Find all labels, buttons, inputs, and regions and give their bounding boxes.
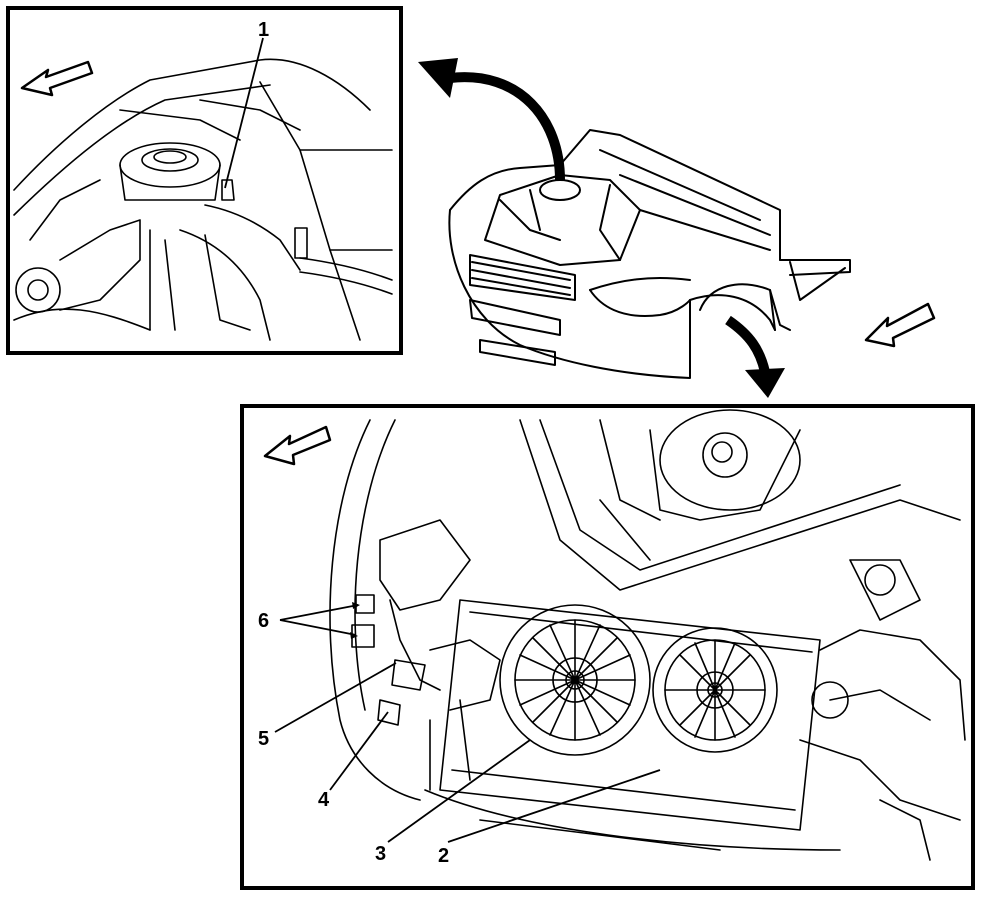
svg-text:4: 4	[318, 789, 330, 811]
curved-leader-arrow-icon	[418, 58, 565, 181]
svg-text:5: 5	[258, 728, 269, 750]
callout-1: 1	[224, 19, 269, 189]
front-direction-arrow-icon	[20, 60, 94, 97]
callout-4: 4	[318, 711, 389, 811]
callout-2: 2	[438, 769, 661, 867]
callout-3: 3	[375, 739, 531, 865]
front-direction-arrow-icon	[263, 425, 332, 466]
svg-text:6: 6	[258, 610, 269, 632]
svg-text:2: 2	[438, 845, 449, 867]
callout-5: 5	[258, 662, 397, 750]
svg-text:1: 1	[258, 19, 269, 41]
curved-leader-arrow-icon	[725, 315, 785, 398]
front-direction-arrow-icon	[864, 302, 936, 348]
detail-inset-top-left: 1	[6, 6, 403, 355]
callout-6: 6	[258, 602, 360, 639]
detail-inset-bottom: 6 5 4 3 2	[240, 404, 975, 890]
svg-text:3: 3	[375, 843, 386, 865]
vehicle-front-overview	[418, 58, 936, 398]
